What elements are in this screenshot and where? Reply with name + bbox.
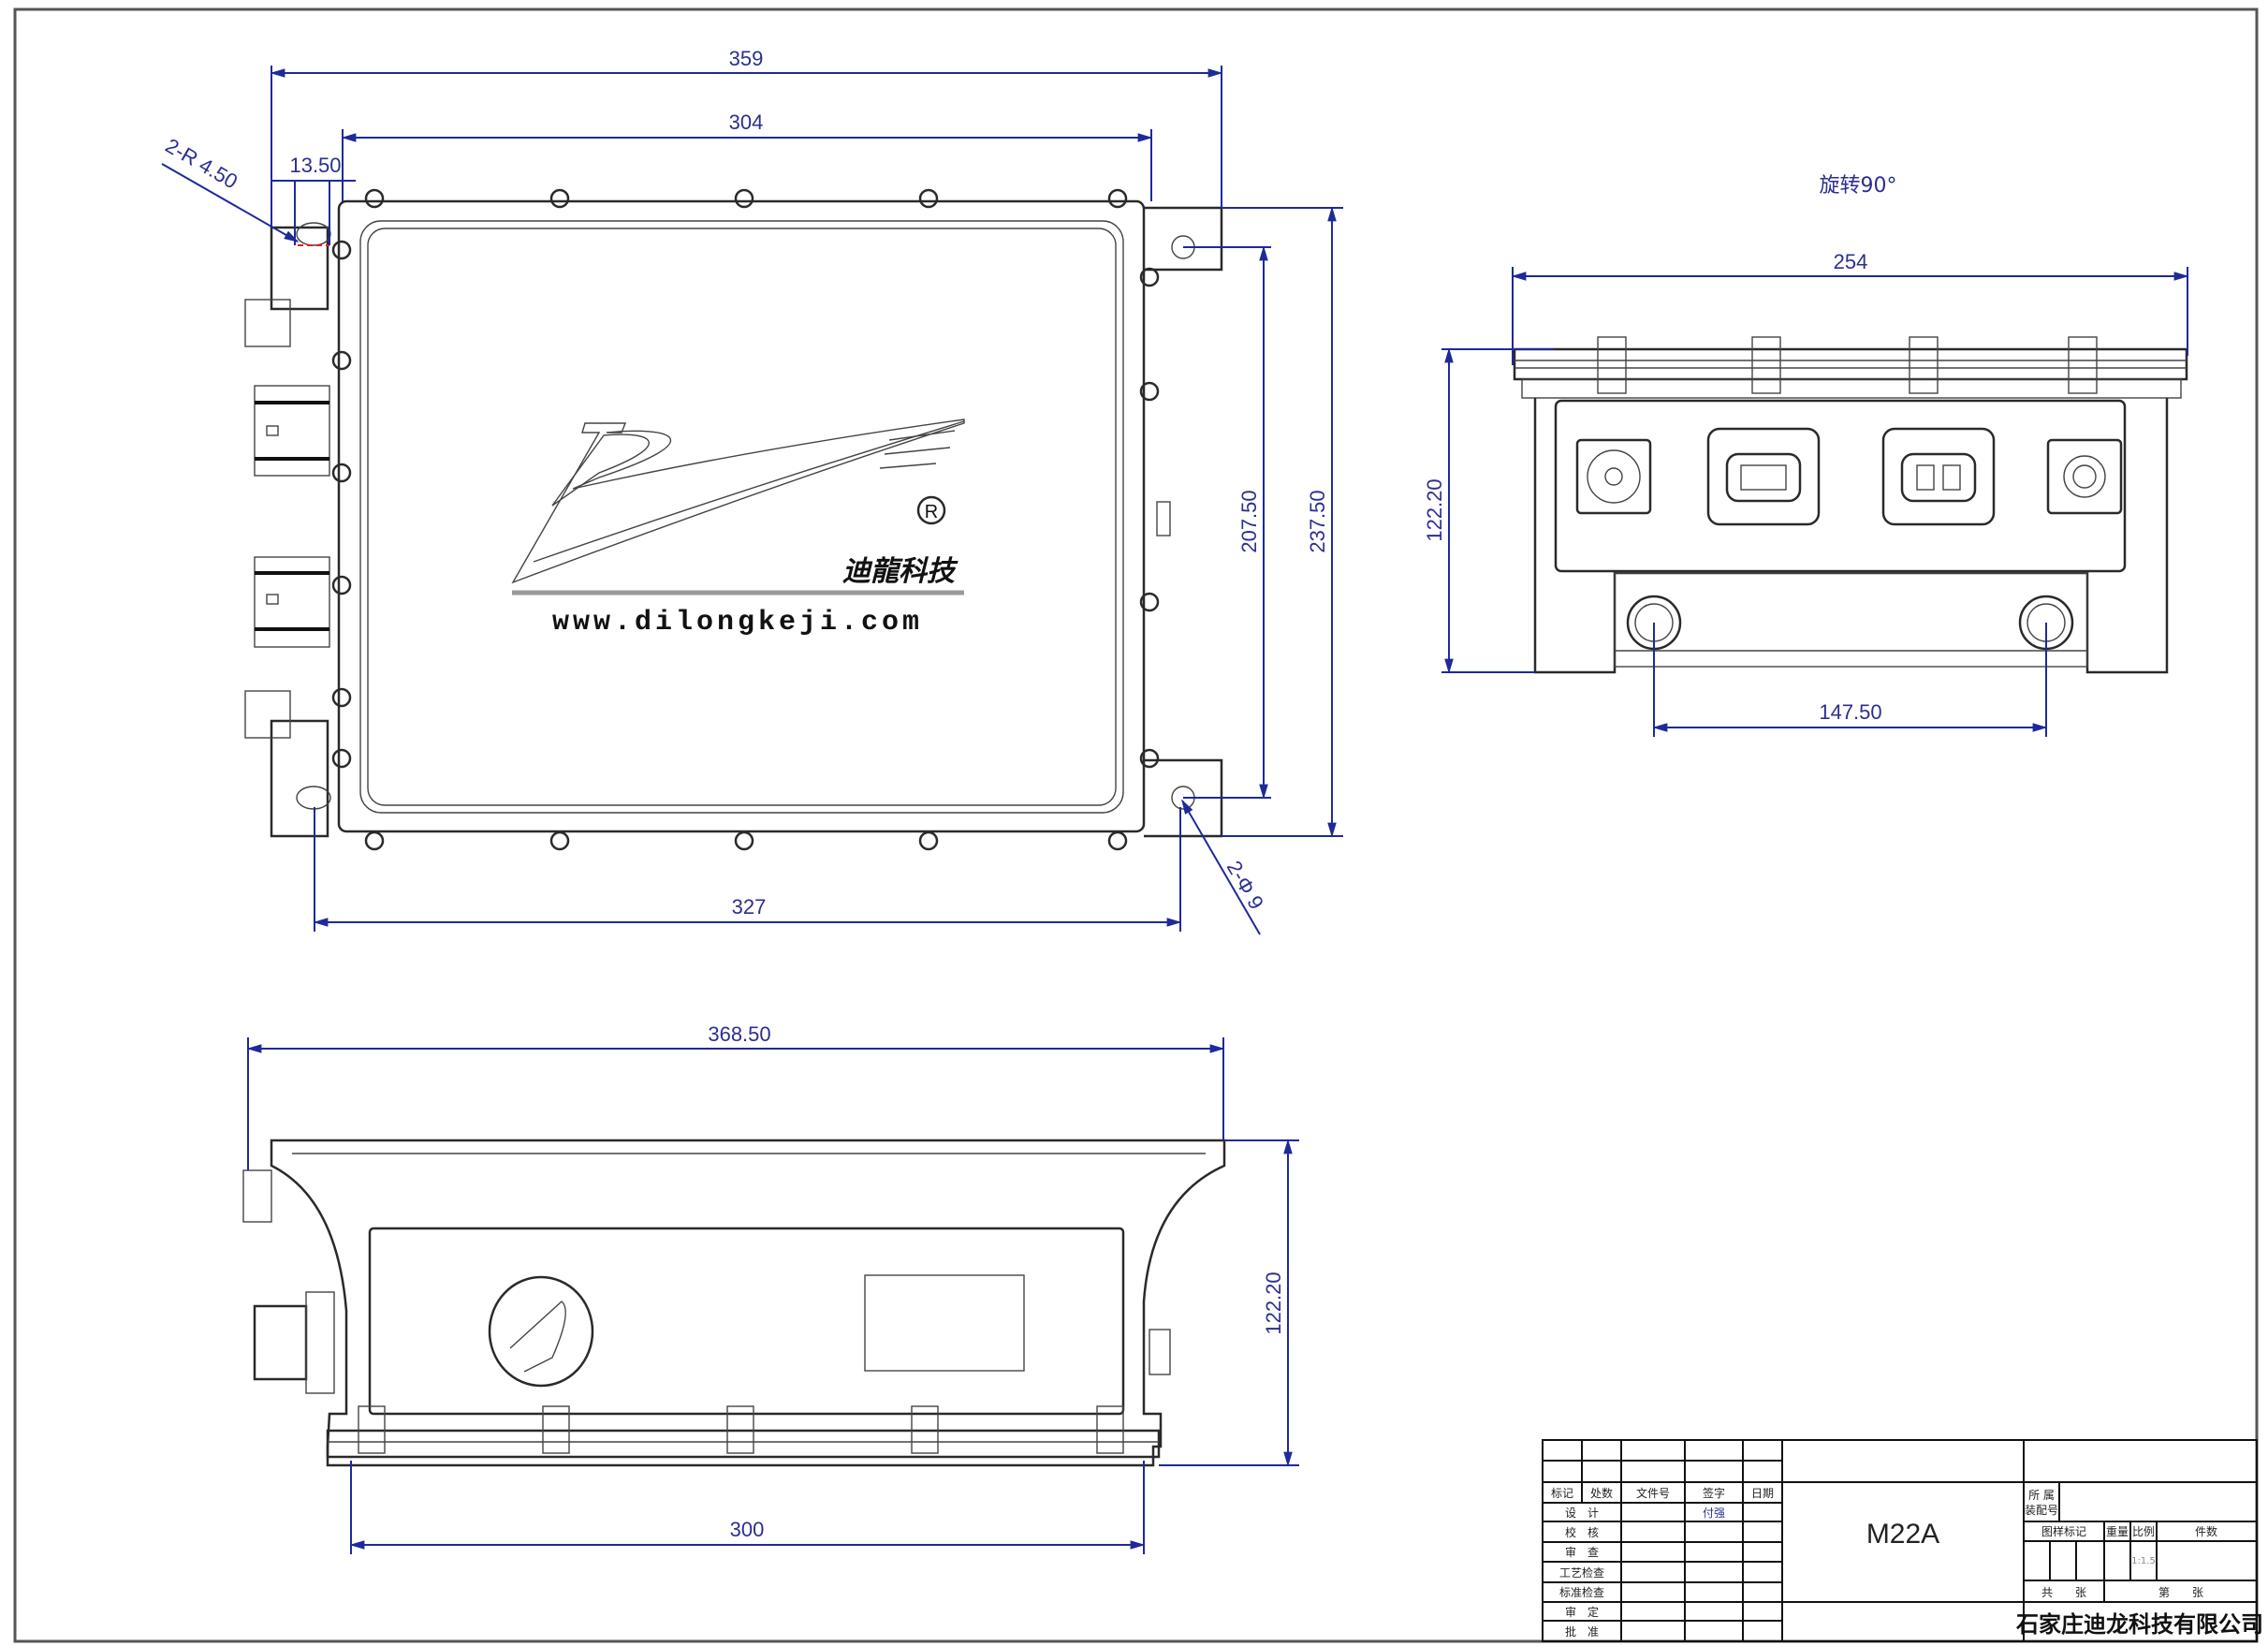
dim-mount-holes: 2-Φ 9 (1222, 857, 1268, 914)
tb-part-name: M22A (1866, 1519, 1939, 1550)
connector-top-left (244, 299, 291, 347)
tb-header-date: 日期 (1751, 1487, 1774, 1500)
tb-assembly-label-2: 装配号 (2025, 1504, 2058, 1517)
dim-base-length: 300 (730, 1518, 765, 1541)
tb-assembly-label: 所 属 (2028, 1489, 2055, 1502)
dim-end-height: 122.20 (1423, 478, 1446, 541)
tb-drawing-mark: 图样标记 (2041, 1524, 2086, 1538)
housing-outline (337, 199, 1146, 833)
dim-corner-radius: 2-R 4.50 (162, 134, 242, 194)
tb-header-sign: 签字 (1703, 1486, 1725, 1500)
tb-role-approve-1: 审 定 (1565, 1605, 1599, 1619)
logo-url: www.dilongkeji.com (552, 607, 923, 639)
dim-hole-spacing-horizontal: 327 (732, 895, 767, 919)
dim-body-width: 304 (729, 110, 764, 134)
dim-hole-spacing-vertical: 207.50 (1237, 490, 1261, 552)
side-view: 368.50 122.20 300 (242, 1022, 1299, 1554)
dim-side-length: 368.50 (708, 1022, 770, 1046)
logo-brand-cn: 迪龍科技 (842, 555, 958, 588)
tb-sheet-number: 第 张 (2158, 1586, 2203, 1599)
end-connector-power (1575, 438, 1652, 515)
tb-role-review: 审 查 (1565, 1545, 1599, 1559)
end-connector-signal-1 (1706, 427, 1821, 526)
side-view-dimensions: 368.50 122.20 300 (246, 1022, 1299, 1554)
side-logo-badge (488, 1275, 594, 1388)
title-block (1542, 1439, 2258, 1642)
tb-scale: 比例 (2132, 1525, 2155, 1538)
dim-overall-height: 237.50 (1306, 490, 1329, 552)
end-view: 旋转90° (1423, 174, 2189, 737)
tb-role-process: 工艺检查 (1559, 1565, 1604, 1580)
tb-header-mark: 标记 (1551, 1487, 1573, 1500)
rotation-note: 旋转90° (1820, 174, 1897, 198)
side-lid-clips (358, 1405, 1124, 1454)
end-view-dimensions: 254 122.20 147.50 (1423, 250, 2189, 737)
tb-qty: 件数 (2195, 1524, 2217, 1538)
side-connector-hv (253, 1304, 308, 1381)
tb-scale-value: 1:1.5 (2131, 1556, 2156, 1566)
top-view: R 迪龍科技 www.dilongkeji.com 359 304 13.50 … (162, 47, 1343, 935)
lid-clips (1597, 336, 2098, 394)
connector-bottom-left (244, 690, 291, 739)
connector-hv-2 (254, 556, 330, 648)
connector-hv-1 (254, 385, 330, 477)
tb-role-design: 设 计 (1565, 1506, 1599, 1520)
tb-company: 石家庄迪龙科技有限公司 (2015, 1611, 2263, 1638)
registered-mark: R (925, 502, 938, 522)
brand-logo: R 迪龍科技 www.dilongkeji.com (511, 419, 965, 639)
end-connector-signal-2 (1881, 427, 1996, 526)
end-connector-round (2046, 438, 2123, 515)
tb-role-approve-2: 批 准 (1565, 1624, 1599, 1639)
tb-header-docno: 文件号 (1636, 1486, 1670, 1500)
tb-header-count: 处数 (1590, 1486, 1613, 1500)
top-view-dimensions: 359 304 13.50 2-R 4.50 237.50 207.50 327 (162, 47, 1343, 935)
dim-end-width: 254 (1834, 250, 1868, 273)
dim-gland-spacing: 147.50 (1819, 700, 1881, 724)
dim-side-height: 122.20 (1262, 1271, 1285, 1334)
side-connector-top (242, 1169, 272, 1223)
title-block-text: 标记 处数 文件号 签字 日期 设 计 付强 校 核 审 查 工艺检查 标准检查… (1551, 1486, 2263, 1639)
dim-overall-width: 359 (729, 47, 764, 70)
bolt-bosses (331, 188, 1160, 851)
connector-panel (1554, 399, 2127, 573)
tb-role-check: 校 核 (1565, 1525, 1599, 1539)
sheet-border (13, 7, 2259, 1643)
nameplate (864, 1274, 1025, 1372)
tb-designer-signature: 付强 (1703, 1506, 1725, 1520)
tb-role-standard: 标准检查 (1559, 1585, 1604, 1599)
tb-sheets-total: 共 张 (2041, 1586, 2086, 1599)
dim-flange-offset: 13.50 (289, 154, 341, 177)
side-panel (368, 1227, 1125, 1416)
tb-weight: 重量 (2106, 1525, 2129, 1538)
cable-glands (1626, 595, 2074, 651)
